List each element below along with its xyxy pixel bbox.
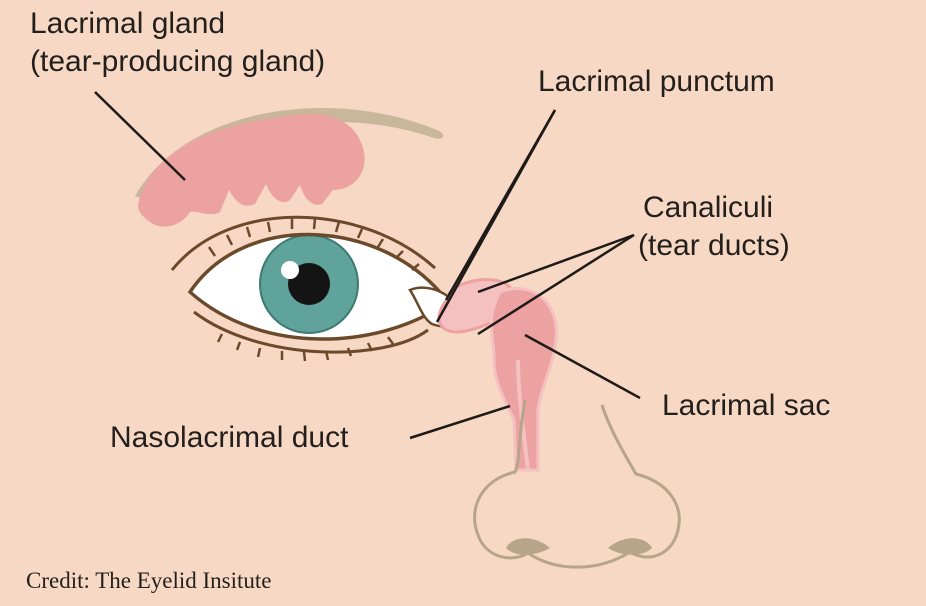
nose-outline: [473, 399, 681, 569]
lower-lid: [193, 310, 429, 354]
right-nostril: [608, 538, 652, 555]
upper-lid-crease: [170, 215, 437, 271]
duct-leader-line: [409, 404, 511, 440]
pupil-highlight: [281, 261, 299, 279]
sac-leader-line: [524, 333, 641, 400]
canaliculi-note: (tear ducts): [638, 229, 790, 262]
canaliculi-leader-line-lower: [477, 233, 635, 336]
upper-eyelashes: [207, 218, 420, 271]
lacrimal-sac: [489, 287, 558, 472]
left-nostril: [506, 538, 550, 555]
pupil: [288, 263, 330, 305]
image-credit: Credit: The Eyelid Insitute: [26, 568, 272, 593]
nasolacrimal-duct: [516, 359, 530, 471]
lacrimal-gland-note: (tear-producing gland): [30, 45, 326, 78]
lacrimal-punctum-label: Lacrimal punctum: [538, 65, 775, 98]
lacrimal-gland: [138, 113, 365, 227]
nasolacrimal-duct-label: Nasolacrimal duct: [110, 421, 349, 454]
punctum-leader-line-lower: [435, 109, 557, 323]
eyebrow: [135, 108, 444, 200]
canaliculi-label: Canaliculi: [643, 191, 774, 224]
lower-eyelashes: [216, 333, 395, 362]
lacrimal-sac-label: Lacrimal sac: [662, 389, 831, 422]
gland-leader-line: [94, 91, 186, 181]
canaliculi-leader-line-upper: [477, 233, 635, 294]
lacrimal-gland-label: Lacrimal gland: [30, 7, 226, 40]
